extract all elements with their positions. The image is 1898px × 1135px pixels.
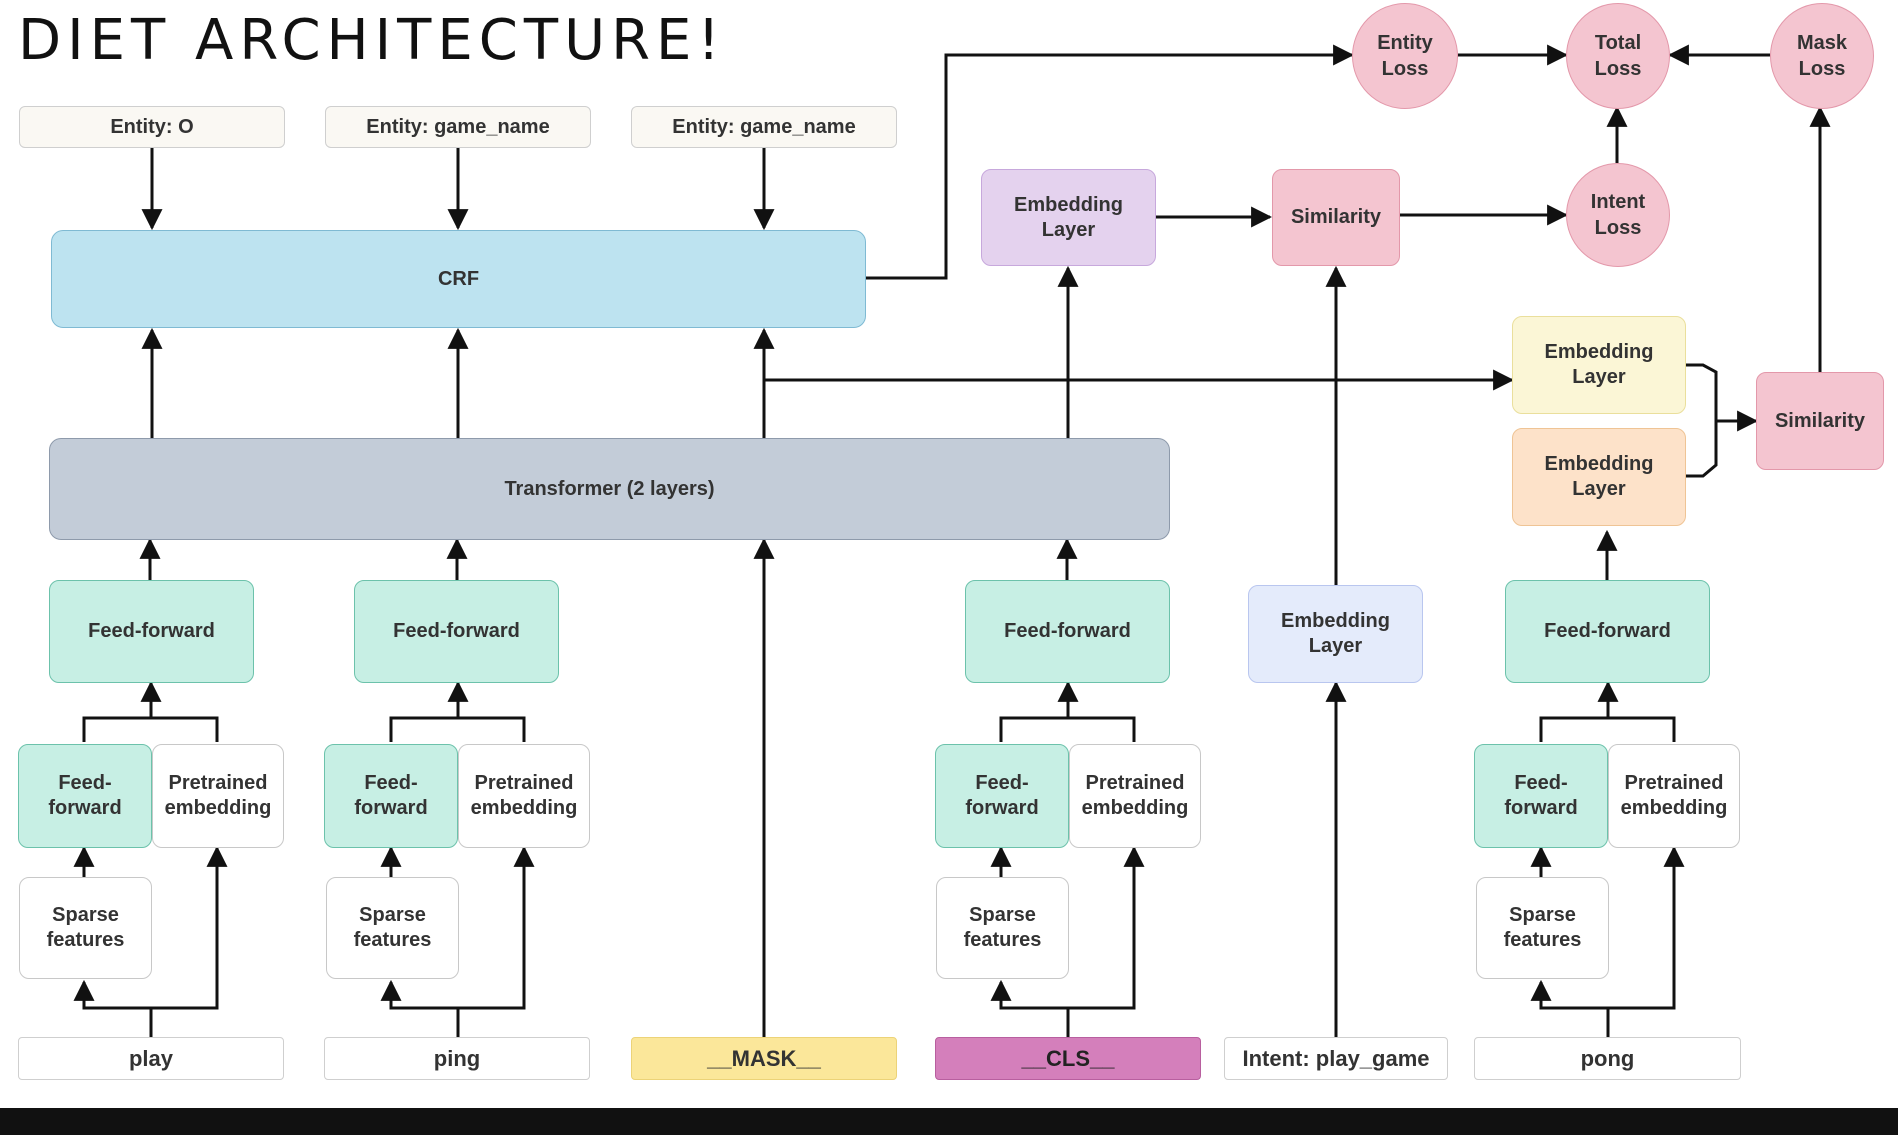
sparse-features-cls: Sparse features [936,877,1069,979]
feed-forward-sparse-ping: Feed- forward [324,744,458,848]
feed-forward-play: Feed-forward [49,580,254,683]
entity-loss: Entity Loss [1352,3,1458,109]
token-mask: __MASK__ [631,1037,897,1080]
token-play: play [18,1037,284,1080]
sparse-features-ping: Sparse features [326,877,459,979]
pretrained-embedding-pong: Pretrained embedding [1608,744,1740,848]
feed-forward-ping: Feed-forward [354,580,559,683]
token-ping: ping [324,1037,590,1080]
crf-block: CRF [51,230,866,328]
mask-loss: Mask Loss [1770,3,1874,109]
diagram-title: DIET ARCHITECTURE! [18,8,726,73]
pretrained-embedding-play: Pretrained embedding [152,744,284,848]
feed-forward-sparse-cls: Feed- forward [935,744,1069,848]
embedding-layer-pong: Embedding Layer [1512,428,1686,526]
pretrained-embedding-cls: Pretrained embedding [1069,744,1201,848]
sparse-features-play: Sparse features [19,877,152,979]
total-loss: Total Loss [1566,3,1670,109]
transformer-block: Transformer (2 layers) [49,438,1170,540]
token-pong: pong [1474,1037,1741,1080]
feed-forward-sparse-play: Feed- forward [18,744,152,848]
feed-forward-pong: Feed-forward [1505,580,1710,683]
token-intent: Intent: play_game [1224,1037,1448,1080]
entity-label-3: Entity: game_name [631,106,897,148]
sparse-features-pong: Sparse features [1476,877,1609,979]
feed-forward-cls: Feed-forward [965,580,1170,683]
embedding-layer-intent: Embedding Layer [1248,585,1423,683]
embedding-layer-transformer-out: Embedding Layer [1512,316,1686,414]
pretrained-embedding-ping: Pretrained embedding [458,744,590,848]
entity-label-1: Entity: O [19,106,285,148]
similarity-intent: Similarity [1272,169,1400,266]
feed-forward-sparse-pong: Feed- forward [1474,744,1608,848]
token-cls: __CLS__ [935,1037,1201,1080]
entity-label-2: Entity: game_name [325,106,591,148]
bottom-bar [0,1108,1898,1135]
similarity-mask: Similarity [1756,372,1884,470]
intent-loss: Intent Loss [1566,163,1670,267]
embedding-layer-cls: Embedding Layer [981,169,1156,266]
